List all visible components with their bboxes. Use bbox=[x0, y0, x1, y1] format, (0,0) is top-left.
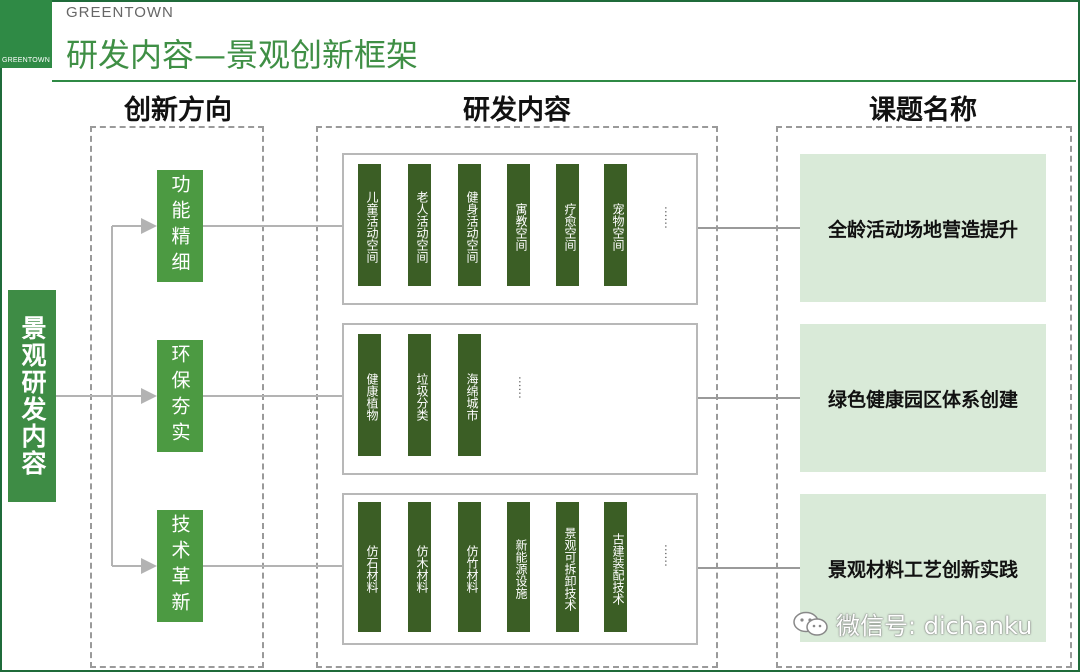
content-item: 疗愈空间 bbox=[556, 164, 579, 286]
watermark: 微信号: dichanku bbox=[792, 606, 1032, 641]
more-items-ellipsis: ...... bbox=[662, 206, 676, 229]
content-item: 寓教空间 bbox=[507, 164, 530, 286]
more-items-ellipsis: ...... bbox=[516, 376, 530, 399]
more-items-ellipsis: ...... bbox=[662, 544, 676, 567]
content-item: 仿木材料 bbox=[408, 502, 431, 632]
column-heading-direction: 创新方向 bbox=[124, 95, 232, 126]
column-heading-content: 研发内容 bbox=[463, 95, 571, 126]
content-item: 老人活动空间 bbox=[408, 164, 431, 286]
wechat-icon bbox=[793, 611, 828, 636]
topic-card: 全龄活动场地营造提升 bbox=[800, 154, 1046, 302]
content-item: 仿竹材料 bbox=[458, 502, 481, 632]
content-item: 宠物空间 bbox=[604, 164, 627, 286]
content-item: 仿石材料 bbox=[358, 502, 381, 632]
content-item: 健康植物 bbox=[358, 334, 381, 456]
watermark-text: 微信号: dichanku bbox=[836, 612, 1033, 640]
direction-node: 环保夯实 bbox=[157, 340, 203, 452]
content-item: 海绵城市 bbox=[458, 334, 481, 456]
column-heading-topic: 课题名称 bbox=[869, 95, 977, 126]
title-underline bbox=[52, 80, 1076, 82]
logo-text: GREENTOWN bbox=[2, 57, 50, 64]
direction-node: 技术革新 bbox=[157, 510, 203, 622]
content-item: 健身活动空间 bbox=[458, 164, 481, 286]
logo: GREENTOWN bbox=[0, 0, 52, 68]
topic-card: 景观材料工艺创新实践 bbox=[800, 494, 1046, 642]
content-item: 垃圾分类 bbox=[408, 334, 431, 456]
topic-card: 绿色健康园区体系创建 bbox=[800, 324, 1046, 472]
content-item: 新能源设施 bbox=[507, 502, 530, 632]
page-title: 研发内容—景观创新框架 bbox=[66, 36, 419, 74]
root-node: 景观研发内容 bbox=[8, 290, 56, 502]
content-item: 景观可拆卸技术 bbox=[556, 502, 579, 632]
content-panel bbox=[342, 323, 698, 475]
brand-name: GREENTOWN bbox=[66, 4, 174, 21]
content-item: 儿童活动空间 bbox=[358, 164, 381, 286]
content-item: 古建装配技术 bbox=[604, 502, 627, 632]
direction-node: 功能精细 bbox=[157, 170, 203, 282]
